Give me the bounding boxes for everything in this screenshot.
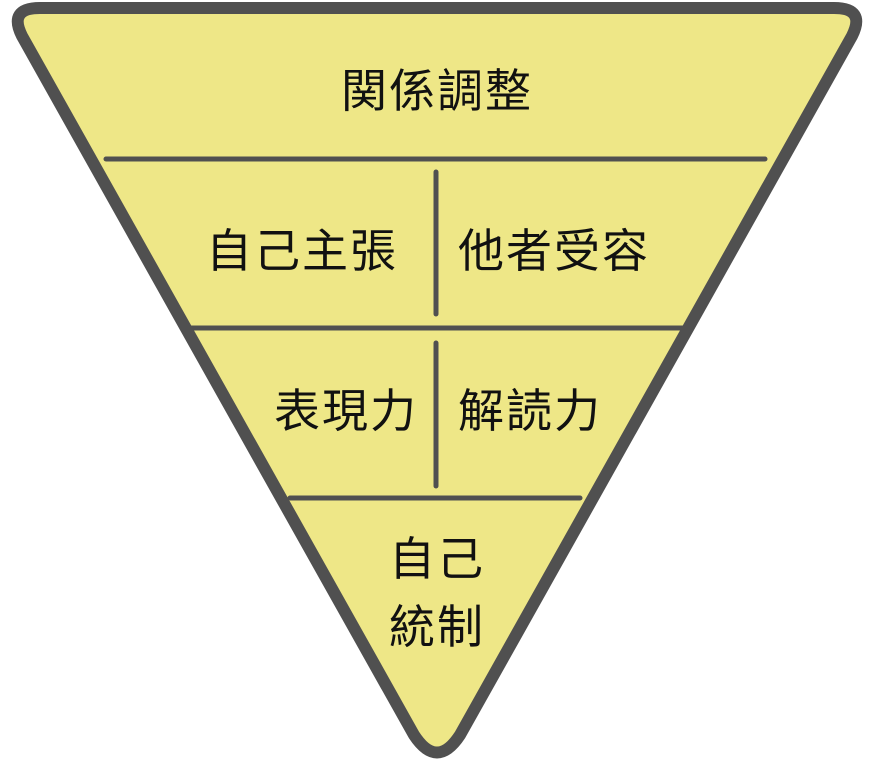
label-self-assertion: 自己主張 <box>206 224 398 278</box>
label-self-control: 自己 統制 <box>389 525 485 661</box>
label-relationship-coordination: 関係調整 <box>341 64 533 118</box>
label-expressiveness: 表現力 <box>274 384 418 438</box>
label-decoding-ability: 解読力 <box>458 384 602 438</box>
label-acceptance-of-others: 他者受容 <box>458 224 650 278</box>
label-self-control-line-2: 統制 <box>389 600 485 654</box>
label-self-control-line-1: 自己 <box>389 532 485 586</box>
